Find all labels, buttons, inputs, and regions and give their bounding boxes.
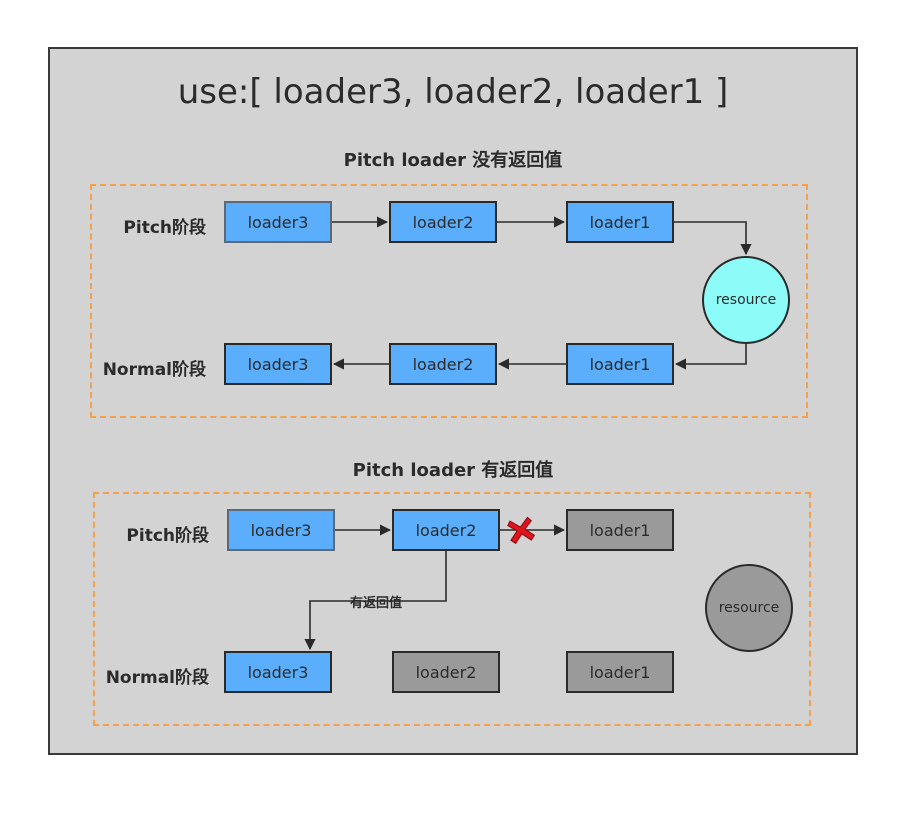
section1-pitch-node-loader2: loader2 — [389, 201, 497, 243]
section1-normal-node-loader3: loader3 — [224, 343, 332, 385]
section1-container — [90, 184, 808, 418]
section1-normal-node-loader1: loader1 — [566, 343, 674, 385]
section1-normal-node-loader2: loader2 — [389, 343, 497, 385]
section1-pitch-node-loader1: loader1 — [566, 201, 674, 243]
section2-normal-label: Normal阶段 — [105, 668, 209, 688]
section1-resource-node: resource — [702, 256, 790, 344]
section2-container — [93, 492, 811, 726]
section1-pitch-label: Pitch阶段 — [123, 218, 206, 238]
section1-normal-label: Normal阶段 — [102, 360, 206, 380]
section2-pitch-node-loader1: loader1 — [566, 509, 674, 551]
section2-normal-node-loader2: loader2 — [392, 651, 500, 693]
section1-title: Pitch loader 没有返回值 — [343, 150, 563, 171]
section1-pitch-node-loader3: loader3 — [224, 201, 332, 243]
section2-title: Pitch loader 有返回值 — [352, 460, 554, 481]
return-value-edge-label: 有返回值 — [348, 592, 405, 611]
section2-normal-node-loader3: loader3 — [224, 651, 332, 693]
section2-resource-node: resource — [705, 564, 793, 652]
section2-pitch-label: Pitch阶段 — [126, 526, 209, 546]
diagram-title: use:[ loader3, loader2, loader1 ] — [177, 72, 729, 112]
section2-normal-node-loader1: loader1 — [566, 651, 674, 693]
section2-pitch-node-loader2: loader2 — [392, 509, 500, 551]
section2-pitch-node-loader3: loader3 — [227, 509, 335, 551]
